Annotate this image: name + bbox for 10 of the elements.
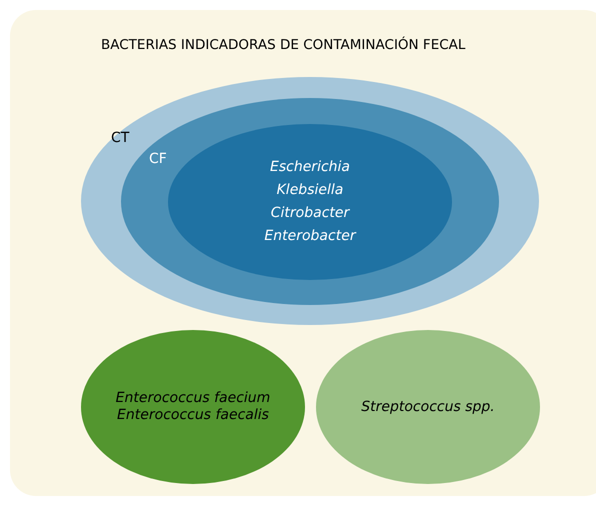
species-name: Streptococcus spp. [361,398,495,416]
diagram-title: BACTERIAS INDICADORAS DE CONTAMINACIÓN FECAL [101,36,466,55]
outer-ellipse-label: CT [111,131,130,145]
genus-name: Enterobacter [264,228,356,245]
genus-name: Klebsiella [276,182,344,199]
genus-name: Citrobacter [270,205,350,222]
middle-ellipse-label: CF [149,152,167,166]
species-name: Enterococcus faecalis [117,407,269,424]
genus-name: Escherichia [270,159,350,176]
species-name: Enterococcus faecium [116,390,270,407]
